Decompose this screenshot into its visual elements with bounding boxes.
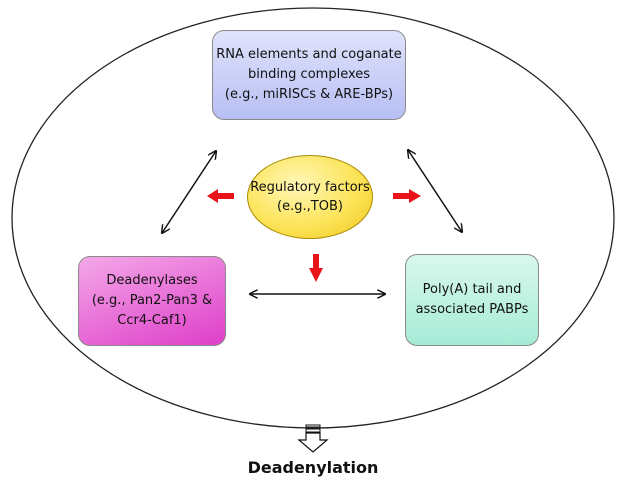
regulatory-factors-line-2: (e.g.,TOB) — [277, 199, 343, 214]
deadenylases-line-2: (e.g., Pan2-Pan3 & — [91, 293, 213, 308]
rna-elements-line-3: (e.g., miRISCs & ARE-BPs) — [224, 87, 394, 102]
regulatory-factors-node: Regulatory factors (e.g.,TOB) — [247, 155, 373, 239]
regulatory-factors-line-1: Regulatory factors — [250, 180, 370, 195]
outcome-arrow — [297, 424, 329, 453]
deadenylases-line-1: Deadenylases — [106, 273, 198, 288]
red-arrow-right — [393, 189, 421, 203]
polya-tail-line-1: Poly(A) tail and — [422, 282, 522, 297]
rna-elements-line-2: binding complexes — [247, 67, 371, 82]
arrow-rna-polya — [408, 150, 462, 232]
red-arrow-left — [207, 189, 234, 203]
polya-tail-box: Poly(A) tail and associated PABPs — [405, 254, 539, 346]
deadenylases-box: Deadenylases (e.g., Pan2-Pan3 & Ccr4-Caf… — [78, 256, 226, 346]
polya-tail-line-2: associated PABPs — [415, 302, 529, 317]
deadenylases-line-3: Ccr4-Caf1) — [117, 313, 187, 328]
arrow-rna-deadenylases — [162, 151, 216, 233]
rna-elements-line-1: RNA elements and coganate — [216, 47, 402, 62]
outcome-label: Deadenylation — [247, 458, 379, 477]
outer-ellipse — [11, 7, 615, 429]
red-arrow-down — [309, 254, 323, 282]
rna-elements-box: RNA elements and coganate binding comple… — [212, 30, 406, 120]
